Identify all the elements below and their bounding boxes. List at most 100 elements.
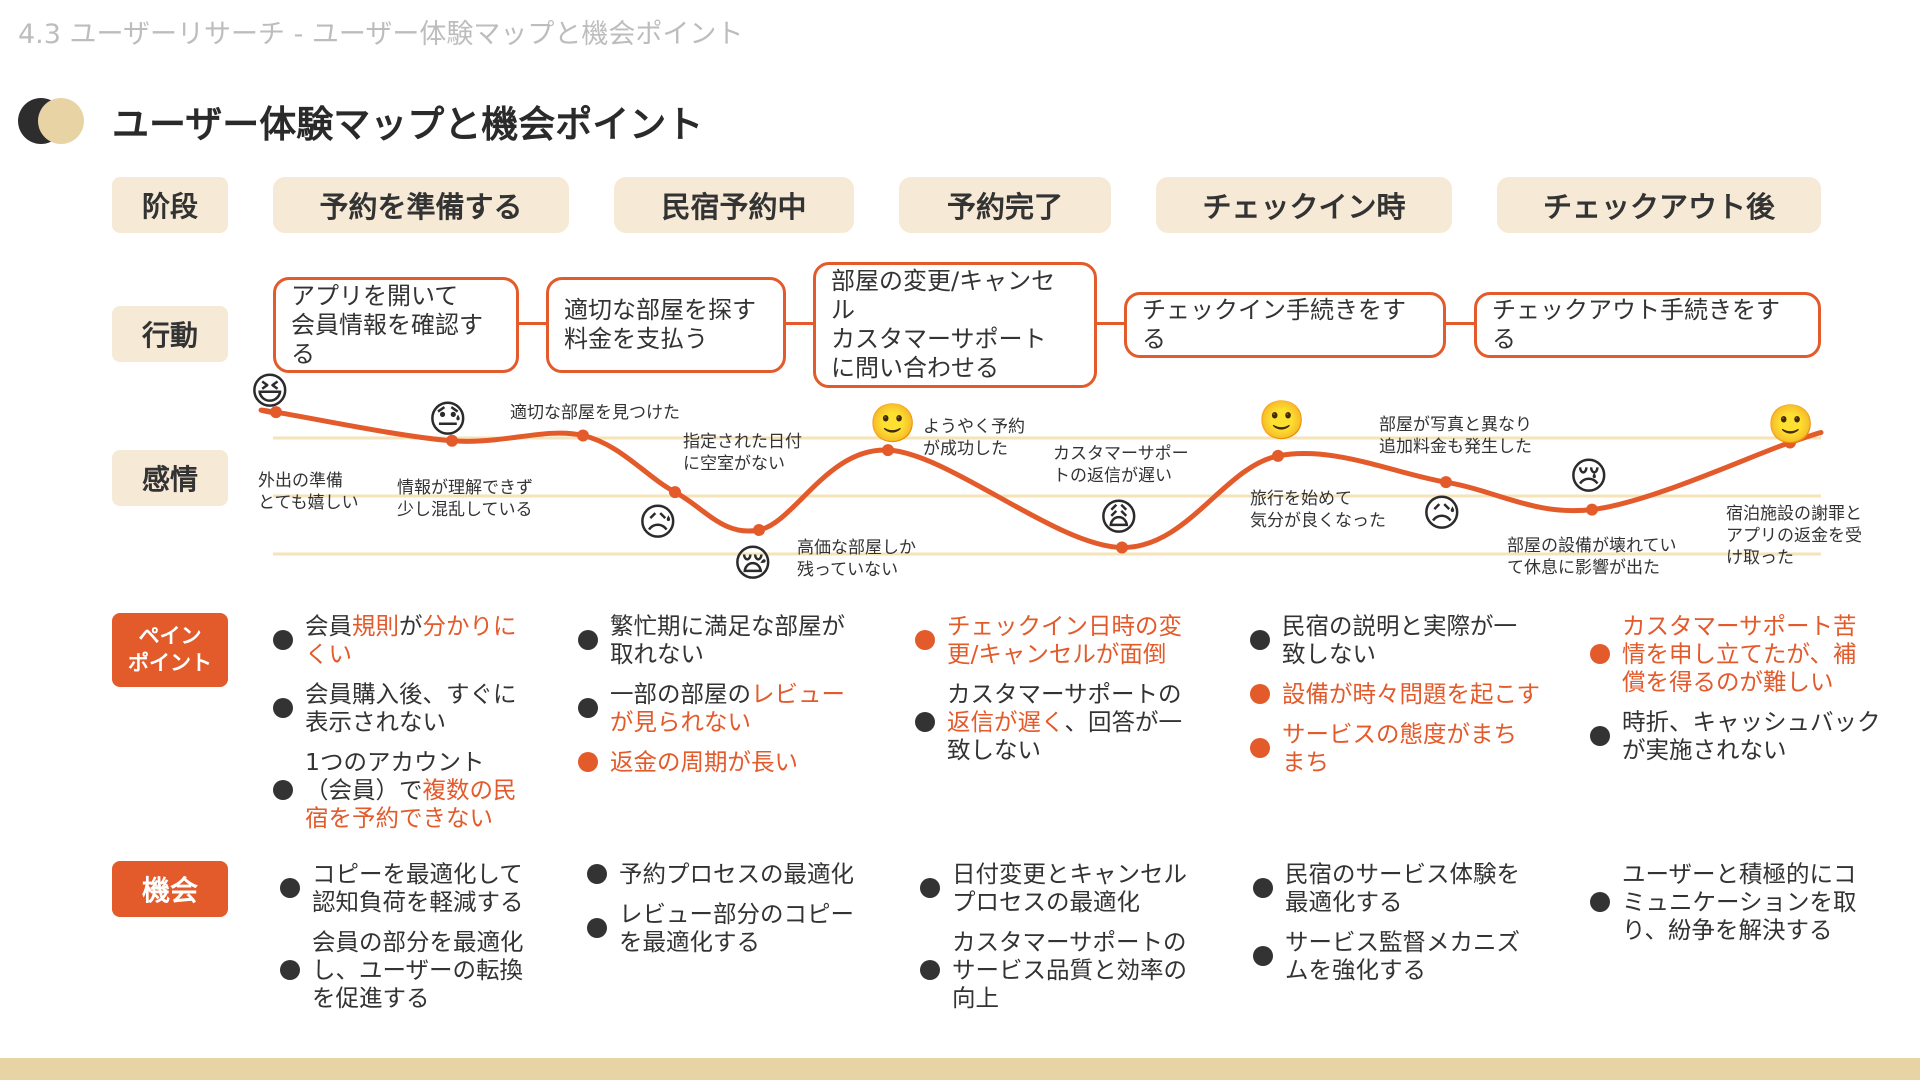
action-box-1: アプリを開いて 会員情報を確認する — [273, 277, 519, 373]
pain-point-list: 会員規則が分かりに くい会員購入後、すぐに 表示されない 1つのアカウント （会員… — [273, 612, 535, 844]
pain-point-item: 時折、キャッシュバック が実施されない — [1590, 708, 1908, 764]
emotion-face-icon: 🙂 — [1767, 402, 1815, 446]
page-title: ユーザー体験マップと機会ポイント — [112, 103, 704, 146]
opportunity-item: 日付変更とキャンセル プロセスの最適化 — [920, 860, 1212, 916]
emotion-point — [1586, 503, 1598, 516]
stage-pill-3: 予約完了 — [899, 177, 1111, 233]
bullet-dot-icon — [1590, 892, 1610, 912]
bullet-dot-icon — [1253, 946, 1273, 966]
pain-point-text: 民宿の説明と実際が一 致しない — [1282, 612, 1517, 668]
pain-point-text: 設備が時々問題を起こす — [1282, 680, 1541, 708]
row-label-opportunity: 機会 — [112, 861, 228, 917]
emotion-face-icon: 😥 — [1422, 491, 1462, 535]
opportunity-list: ユーザーと積極的にコ ミュニケーションを取 り、紛争を解決する — [1590, 860, 1908, 956]
emotion-point — [1272, 449, 1284, 462]
pain-point-item: チェックイン日時の変 更/キャンセルが面倒 — [915, 612, 1207, 668]
emotion-face-icon: 🙂 — [869, 401, 917, 445]
emotion-note: 適切な部屋を見つけた — [510, 403, 680, 423]
pain-point-item: 会員規則が分かりに くい — [273, 612, 535, 668]
bullet-dot-icon — [915, 712, 935, 732]
pain-point-text: サービスの態度がまち まち — [1282, 720, 1517, 776]
bullet-dot-icon — [1253, 878, 1273, 898]
opportunity-text: カスタマーサポートの サービス品質と効率の 向上 — [952, 928, 1187, 1012]
pain-point-list: チェックイン日時の変 更/キャンセルが面倒カスタマーサポートの 返信が遅く、回答… — [915, 612, 1207, 776]
row-label-stage: 阶段 — [112, 177, 228, 233]
action-box-4: チェックイン手続きをする — [1124, 292, 1446, 358]
row-label-pain-points: ペイン ポイント — [112, 613, 228, 687]
emotion-point — [1440, 476, 1452, 489]
pain-point-item: 一部の部屋のレビュー が見られない — [578, 680, 858, 736]
pain-point-text: 時折、キャッシュバック が実施されない — [1622, 708, 1881, 764]
opportunity-text: ユーザーと積極的にコ ミュニケーションを取 り、紛争を解決する — [1622, 860, 1857, 944]
logo-icon — [18, 98, 84, 144]
emotion-note: 部屋の設備が壊れてい て休息に影響が出た — [1507, 536, 1677, 578]
emotion-point — [669, 486, 681, 499]
pain-point-item: カスタマーサポートの 返信が遅く、回答が一 致しない — [915, 680, 1207, 764]
opportunity-item: カスタマーサポートの サービス品質と効率の 向上 — [920, 928, 1212, 1012]
bullet-dot-icon — [1250, 630, 1270, 650]
opportunity-item: 会員の部分を最適化 し、ユーザーの転換 を促進する — [280, 928, 542, 1012]
emotion-point — [1116, 541, 1128, 554]
emotion-note: 指定された日付 に空室がない — [683, 432, 802, 474]
footer-bar — [0, 1058, 1920, 1080]
bullet-dot-icon — [273, 630, 293, 650]
emotion-note: ようやく予約 が成功した — [923, 417, 1025, 459]
pain-point-item: 会員購入後、すぐに 表示されない — [273, 680, 535, 736]
emotion-face-icon: 😢 — [1569, 454, 1609, 498]
bullet-dot-icon — [920, 960, 940, 980]
opportunity-text: 日付変更とキャンセル プロセスの最適化 — [952, 860, 1187, 916]
stage-pill-5: チェックアウト後 — [1497, 177, 1821, 233]
pain-point-text: 1つのアカウント （会員）で複数の民 宿を予約できない — [305, 748, 517, 832]
emotion-face-icon: 😥 — [638, 500, 678, 544]
emotion-point — [446, 434, 458, 447]
action-box-2: 適切な部屋を探す 料金を支払う — [546, 277, 786, 373]
opportunity-text: 会員の部分を最適化 し、ユーザーの転換 を促進する — [312, 928, 524, 1012]
bullet-dot-icon — [920, 878, 940, 898]
emotion-point — [882, 444, 894, 457]
row-label-emotion: 感情 — [112, 450, 228, 506]
pain-point-item: 1つのアカウント （会員）で複数の民 宿を予約できない — [273, 748, 535, 832]
opportunity-list: コピーを最適化して 認知負荷を軽減する会員の部分を最適化 し、ユーザーの転換 を… — [280, 860, 542, 1024]
pain-point-item: 民宿の説明と実際が一 致しない — [1250, 612, 1560, 668]
opportunity-text: サービス監督メカニズ ムを強化する — [1285, 928, 1520, 984]
stage-pill-4: チェックイン時 — [1156, 177, 1452, 233]
pain-point-text: 繁忙期に満足な部屋が 取れない — [610, 612, 845, 668]
opportunity-item: レビュー部分のコピー を最適化する — [587, 900, 867, 956]
emotion-face-icon: 🙂 — [1258, 398, 1306, 442]
emotion-point — [270, 406, 282, 419]
emotion-note: 情報が理解できず 少し混乱している — [397, 478, 533, 520]
stage-pill-1: 予約を準備する — [273, 177, 569, 233]
emotion-note: 高価な部屋しか 残っていない — [797, 538, 916, 580]
pain-point-text: カスタマーサポート苦 情を申し立てたが、補 償を得るのが難しい — [1622, 612, 1857, 696]
pain-point-list: 繁忙期に満足な部屋が 取れない一部の部屋のレビュー が見られない返金の周期が長い — [578, 612, 858, 788]
emotion-face-icon: 😆 — [250, 369, 290, 413]
bullet-dot-icon — [280, 960, 300, 980]
bullet-dot-icon — [1250, 684, 1270, 704]
bullet-dot-icon — [578, 630, 598, 650]
action-box-3: 部屋の変更/キャンセル カスタマーサポート に問い合わせる — [813, 262, 1097, 388]
bullet-dot-icon — [1590, 726, 1610, 746]
bullet-dot-icon — [273, 698, 293, 718]
pain-point-item: 返金の周期が長い — [578, 748, 858, 776]
action-connector — [1094, 322, 1126, 325]
bullet-dot-icon — [273, 780, 293, 800]
pain-point-text: 一部の部屋のレビュー が見られない — [610, 680, 845, 736]
opportunity-item: サービス監督メカニズ ムを強化する — [1253, 928, 1563, 984]
pain-point-text: 返金の周期が長い — [610, 748, 798, 776]
bullet-dot-icon — [1250, 738, 1270, 758]
emotion-point — [577, 429, 589, 442]
emotion-face-icon: 😩 — [1099, 495, 1139, 539]
bullet-dot-icon — [587, 918, 607, 938]
opportunity-item: ユーザーと積極的にコ ミュニケーションを取 り、紛争を解決する — [1590, 860, 1908, 944]
opportunity-text: 予約プロセスの最適化 — [619, 860, 854, 888]
opportunity-text: コピーを最適化して 認知負荷を軽減する — [312, 860, 524, 916]
pain-point-text: チェックイン日時の変 更/キャンセルが面倒 — [947, 612, 1182, 668]
bullet-dot-icon — [1590, 644, 1610, 664]
action-connector — [1444, 322, 1476, 325]
stage-pill-2: 民宿予約中 — [614, 177, 854, 233]
emotion-note: 部屋が写真と異なり 追加料金も発生した — [1379, 415, 1532, 457]
emotion-point — [1784, 436, 1796, 449]
breadcrumb: 4.3 ユーザーリサーチ - ユーザー体験マップと機会ポイント — [18, 19, 744, 50]
